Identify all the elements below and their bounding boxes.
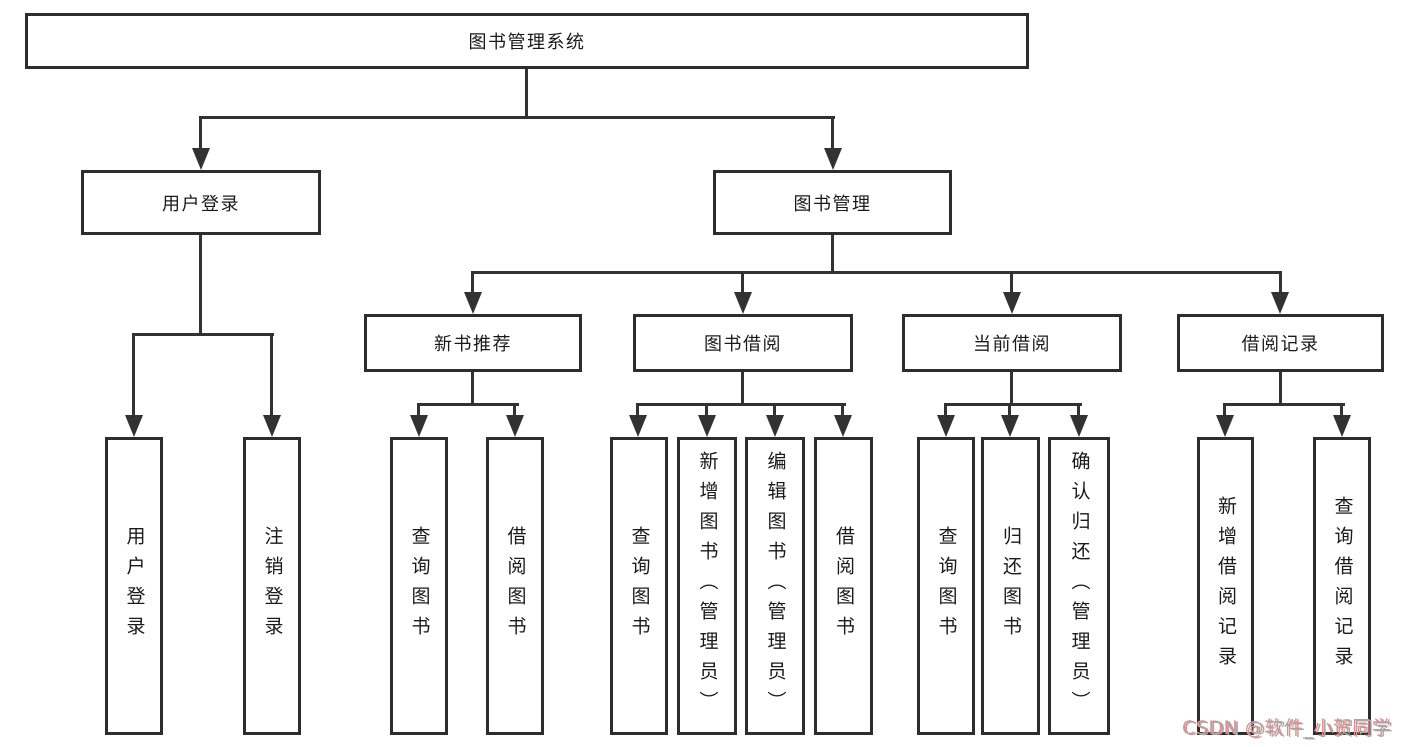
- leaf-borrow-books-borrowing: 借阅图书: [814, 437, 873, 735]
- leaf-logout: 注销登录: [243, 437, 301, 735]
- node-borrow-records: 借阅记录: [1177, 314, 1384, 372]
- connector-book-borrowing-drop: [741, 370, 744, 406]
- arrowhead-down-icon: [506, 415, 524, 437]
- leaf-borrow-books-recommend: 借阅图书: [486, 437, 544, 735]
- leaf-add-borrow-record: 新增借阅记录: [1197, 437, 1254, 735]
- leaf-query-borrow-record: 查询借阅记录: [1313, 437, 1371, 735]
- arrowhead-down-icon: [1070, 415, 1088, 437]
- arrowhead-down-icon: [824, 148, 842, 170]
- connector-stub-current-borrowing: [1010, 271, 1013, 295]
- connector-stub-leaf-user-login: [132, 333, 135, 418]
- connector-stub-borrow-records: [1279, 271, 1282, 295]
- leaf-query-books-borrowing: 查询图书: [610, 437, 668, 735]
- arrowhead-down-icon: [1216, 415, 1234, 437]
- connector-stub: [1223, 403, 1226, 417]
- csdn-watermark: CSDN @软件_小贺同学: [1184, 718, 1394, 740]
- leaf-query-books-current: 查询图书: [917, 437, 975, 735]
- connector-borrow-records-split: [1223, 403, 1345, 406]
- arrowhead-down-icon: [1003, 292, 1021, 314]
- arrowhead-down-icon: [1001, 415, 1019, 437]
- connector-book-management-drop: [831, 234, 834, 274]
- connector-new-book-recommend-split: [417, 403, 519, 406]
- arrowhead-down-icon: [766, 415, 784, 437]
- connector-stub: [841, 403, 844, 417]
- arrowhead-down-icon: [937, 415, 955, 437]
- leaf-edit-books-admin: 编辑图书（管理员）: [745, 437, 805, 735]
- arrowhead-down-icon: [192, 148, 210, 170]
- connector-user-login-drop: [199, 234, 202, 335]
- connector-stub: [636, 403, 639, 417]
- connector-borrow-records-drop: [1279, 370, 1282, 406]
- connector-stub: [944, 403, 947, 417]
- arrowhead-down-icon: [125, 415, 143, 437]
- connector-current-borrowing-split: [944, 403, 1082, 406]
- connector-stub: [705, 403, 708, 417]
- connector-stub: [773, 403, 776, 417]
- connector-user-login-split: [132, 333, 274, 336]
- connector-root-drop: [525, 68, 528, 118]
- leaf-return-books: 归还图书: [981, 437, 1040, 735]
- connector-stub: [417, 403, 420, 417]
- arrowhead-down-icon: [834, 415, 852, 437]
- connector-stub: [1340, 403, 1343, 417]
- node-new-book-recommend: 新书推荐: [364, 314, 582, 372]
- arrowhead-down-icon: [464, 292, 482, 314]
- node-book-borrowing: 图书借阅: [633, 314, 853, 372]
- connector-stub: [1008, 403, 1011, 417]
- arrowhead-down-icon: [629, 415, 647, 437]
- connector-book-borrowing-split: [636, 403, 846, 406]
- arrowhead-down-icon: [263, 415, 281, 437]
- leaf-confirm-return-admin: 确认归还（管理员）: [1048, 437, 1110, 735]
- arrowhead-down-icon: [1333, 415, 1351, 437]
- connector-stub-user-login: [199, 116, 202, 150]
- connector-book-management-split: [471, 271, 1282, 274]
- node-book-management: 图书管理: [713, 170, 952, 235]
- connector-stub-book-borrowing: [741, 271, 744, 295]
- connector-new-book-recommend-drop: [471, 370, 474, 406]
- arrowhead-down-icon: [698, 415, 716, 437]
- connector-stub-book-management: [831, 116, 834, 150]
- node-current-borrowing: 当前借阅: [902, 314, 1122, 372]
- connector-stub: [513, 403, 516, 417]
- connector-root-split: [199, 116, 835, 119]
- connector-stub-new-book-recommend: [471, 271, 474, 295]
- leaf-query-books-recommend: 查询图书: [390, 437, 448, 735]
- arrowhead-down-icon: [734, 292, 752, 314]
- connector-stub-leaf-logout: [270, 333, 273, 418]
- arrowhead-down-icon: [410, 415, 428, 437]
- connector-stub: [1077, 403, 1080, 417]
- leaf-user-login: 用户登录: [105, 437, 163, 735]
- leaf-add-books-admin: 新增图书（管理员）: [677, 437, 737, 735]
- arrowhead-down-icon: [1271, 292, 1289, 314]
- node-user-login: 用户登录: [81, 170, 321, 235]
- connector-current-borrowing-drop: [1010, 370, 1013, 406]
- node-root: 图书管理系统: [25, 13, 1029, 69]
